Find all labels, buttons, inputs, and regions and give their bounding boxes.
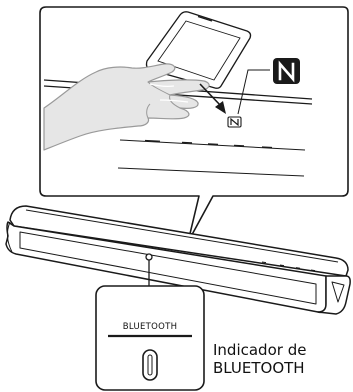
soundbar-icon xyxy=(5,205,351,315)
callout-frame xyxy=(39,6,349,243)
bluetooth-indicator-led xyxy=(145,253,153,287)
nfc-leader-line xyxy=(237,69,270,115)
zoom-callout xyxy=(39,6,349,243)
bluetooth-indicator-label: Indicador de BLUETOOTH xyxy=(213,341,306,377)
zoom-panel-edges xyxy=(117,139,306,177)
indicator-label-line2: BLUETOOTH xyxy=(213,359,305,377)
nfc-small-icon xyxy=(227,116,242,128)
down-arrow-icon xyxy=(199,83,226,114)
nfc-n-mark-icon xyxy=(273,58,300,84)
hand-icon xyxy=(43,63,210,151)
indicator-label-line1: Indicador de xyxy=(213,341,307,359)
bluetooth-callout xyxy=(95,285,205,391)
bluetooth-button-label: BLUETOOTH xyxy=(122,322,178,332)
bluetooth-callout-frame xyxy=(95,285,205,391)
